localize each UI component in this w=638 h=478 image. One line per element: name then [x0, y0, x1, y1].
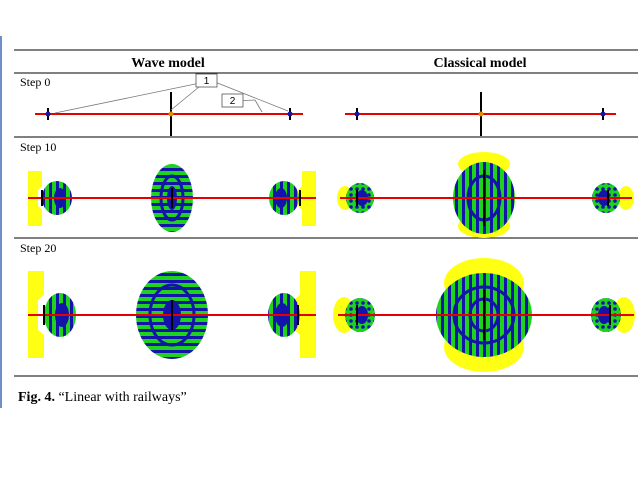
figure-caption: Fig. 4. “Linear with railways” — [18, 390, 187, 405]
step-0-wave-panel: 1 2 — [35, 73, 303, 136]
step-0-classical-panel — [345, 92, 616, 136]
table-rules — [14, 49, 638, 377]
step-label-0: Step 0 — [20, 75, 50, 89]
step-label-20: Step 20 — [20, 241, 56, 255]
callout-label-2: 2 — [230, 96, 236, 107]
callout-box-2 — [221, 93, 244, 108]
step-20-wave-panel — [28, 271, 316, 359]
callout-box-1 — [195, 73, 218, 88]
step-label-10: Step 10 — [20, 140, 56, 154]
caption-label: Fig. 4. — [18, 390, 55, 405]
column-title-wave: Wave model — [131, 56, 205, 71]
slide-accent-bar — [0, 36, 2, 408]
caption-text: “Linear with railways” — [55, 390, 187, 405]
callout-label-1: 1 — [204, 76, 210, 87]
step-10-wave-panel — [28, 164, 316, 232]
step-10-classical-panel — [337, 152, 634, 238]
column-title-classical: Classical model — [434, 56, 527, 71]
step-20-classical-panel — [333, 258, 635, 372]
